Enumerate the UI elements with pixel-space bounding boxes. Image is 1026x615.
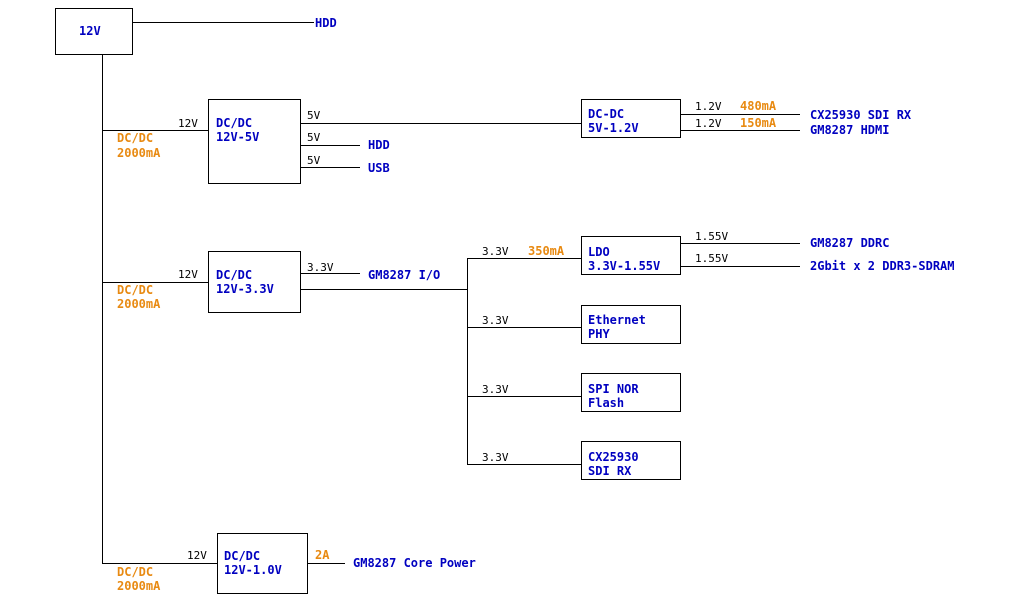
5v-out3-voltage: 5V — [307, 154, 321, 167]
dcdc-12v-5v-box — [208, 99, 301, 184]
core-power-target: GM8287 Core Power — [353, 556, 476, 570]
5v-out2-voltage: 5V — [307, 131, 321, 144]
dcdc-5v-1v2-box — [581, 99, 681, 138]
source-12v-label: 12V — [79, 24, 101, 38]
branch1-usb-label: USB — [368, 161, 390, 175]
dcdc-12v-3v3-line1: DC/DC — [216, 268, 252, 282]
ethernet-phy-box — [581, 305, 681, 344]
branch2-converter-label: DC/DC — [117, 283, 153, 297]
5v-out1-voltage: 5V — [307, 109, 321, 122]
1v2-rail2-voltage: 1.2V — [695, 117, 722, 130]
ethernet-phy-line1: Ethernet — [588, 313, 646, 327]
ethernet-voltage: 3.3V — [482, 314, 509, 327]
branch3-input-voltage: 12V — [187, 549, 207, 562]
dcdc-12v-5v-line2: 12V-5V — [216, 130, 259, 144]
1v55-rail1-target: GM8287 DDRC — [810, 236, 889, 250]
1v2-rail1-current: 480mA — [740, 99, 777, 113]
dcdc-12v-1v0-line2: 12V-1.0V — [224, 563, 282, 577]
branch3-current-label: 2000mA — [117, 579, 161, 593]
cx25930-line1: CX25930 — [588, 450, 639, 464]
source-12v-box — [55, 8, 133, 55]
branch2-current-label: 2000mA — [117, 297, 161, 311]
source-hdd-label: HDD — [315, 16, 337, 30]
dcdc-5v-1v2-line1: DC-DC — [588, 107, 624, 121]
3v3-io-voltage: 3.3V — [307, 261, 334, 274]
branch1-current-label: 2000mA — [117, 146, 161, 160]
1v2-rail2-target: GM8287 HDMI — [810, 123, 889, 137]
dcdc-12v-1v0-box — [217, 533, 308, 594]
1v2-rail1-voltage: 1.2V — [695, 100, 722, 113]
1v55-rail1-voltage: 1.55V — [695, 230, 728, 243]
ldo-box — [581, 236, 681, 275]
1v55-rail2-target: 2Gbit x 2 DDR3-SDRAM — [810, 259, 955, 273]
1v55-rail2-voltage: 1.55V — [695, 252, 728, 265]
ldo-box-line2: 3.3V-1.55V — [588, 259, 660, 273]
branch2-input-voltage: 12V — [178, 268, 198, 281]
branch3-converter-label: DC/DC — [117, 565, 153, 579]
ldo-input-voltage: 3.3V — [482, 245, 509, 258]
dcdc-5v-1v2-line2: 5V-1.2V — [588, 121, 639, 135]
ethernet-phy-line2: PHY — [588, 327, 610, 341]
spi-nor-line1: SPI NOR — [588, 382, 639, 396]
cx25930-line2: SDI RX — [588, 464, 632, 478]
core-current: 2A — [315, 548, 330, 562]
ldo-current: 350mA — [528, 244, 565, 258]
spi-nor-flash-box — [581, 373, 681, 412]
dcdc-12v-3v3-line2: 12V-3.3V — [216, 282, 274, 296]
cx25930-box — [581, 441, 681, 480]
dcdc-12v-3v3-box — [208, 251, 301, 313]
branch1-converter-label: DC/DC — [117, 131, 153, 145]
branch1-input-voltage: 12V — [178, 117, 198, 130]
dcdc-12v-5v-line1: DC/DC — [216, 116, 252, 130]
1v2-rail1-target: CX25930 SDI RX — [810, 108, 912, 122]
cx25930-voltage: 3.3V — [482, 451, 509, 464]
dcdc-12v-1v0-line1: DC/DC — [224, 549, 260, 563]
3v3-io-target: GM8287 I/O — [368, 268, 440, 282]
1v2-rail2-current: 150mA — [740, 116, 777, 130]
spi-nor-line2: Flash — [588, 396, 624, 410]
ldo-box-line1: LDO — [588, 245, 610, 259]
spi-voltage: 3.3V — [482, 383, 509, 396]
branch1-hdd-label: HDD — [368, 138, 390, 152]
